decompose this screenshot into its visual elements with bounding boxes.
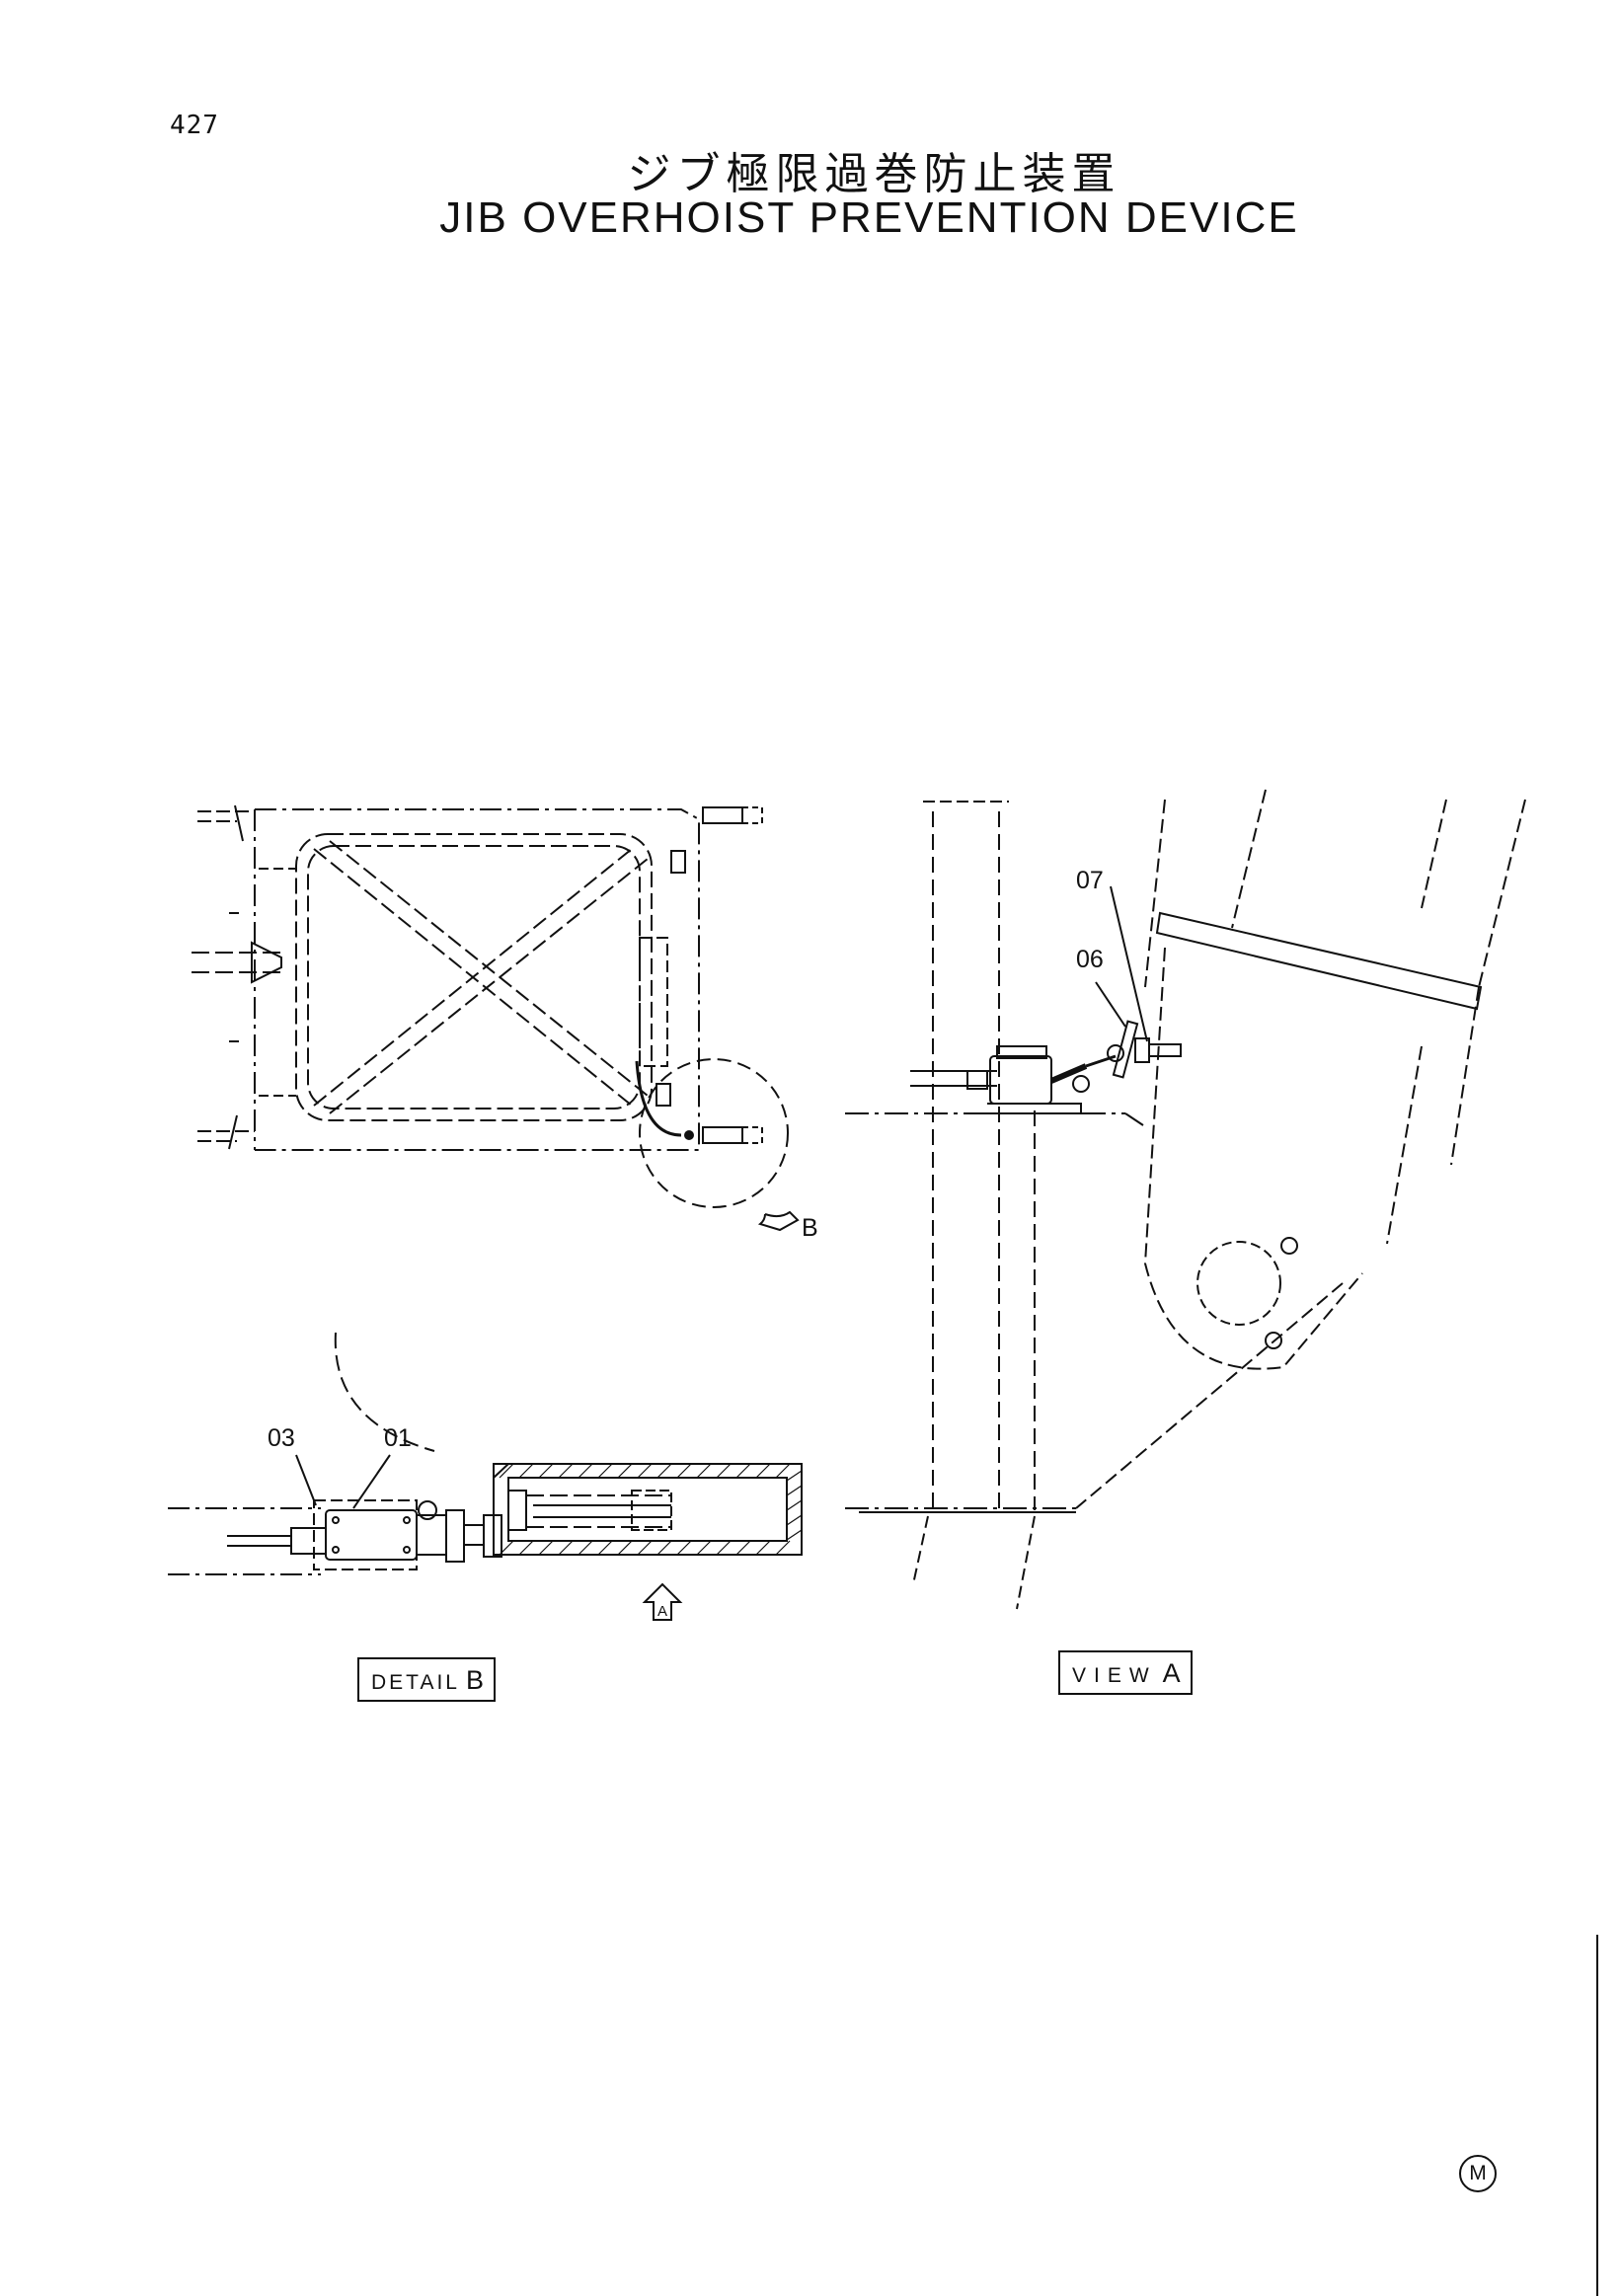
callout-03: 03 [268, 1424, 295, 1452]
page-number: 427 [170, 111, 219, 140]
callout-b: B [802, 1214, 818, 1242]
callout-06: 06 [1076, 946, 1104, 973]
view-a-arrow: A [643, 1591, 682, 1627]
callout-01: 01 [384, 1424, 412, 1452]
detail-label-letter: B [465, 1665, 484, 1695]
detail-label-text: DETAIL [371, 1671, 460, 1694]
view-a-drawing [845, 789, 1526, 1610]
detail-b-drawing [168, 1332, 803, 1575]
jib-frame-plan [192, 804, 800, 1232]
view-a-arrow-letter: A [656, 1603, 667, 1620]
view-label-text: VIEW [1072, 1664, 1157, 1687]
callout-07: 07 [1076, 867, 1104, 894]
page-title-japanese: ジブ極限過巻防止装置 [627, 149, 1121, 199]
page-title-english: JIB OVERHOIST PREVENTION DEVICE [439, 193, 1299, 242]
maker-mark-icon: M [1459, 2155, 1497, 2192]
view-label-letter: A [1162, 1658, 1181, 1688]
